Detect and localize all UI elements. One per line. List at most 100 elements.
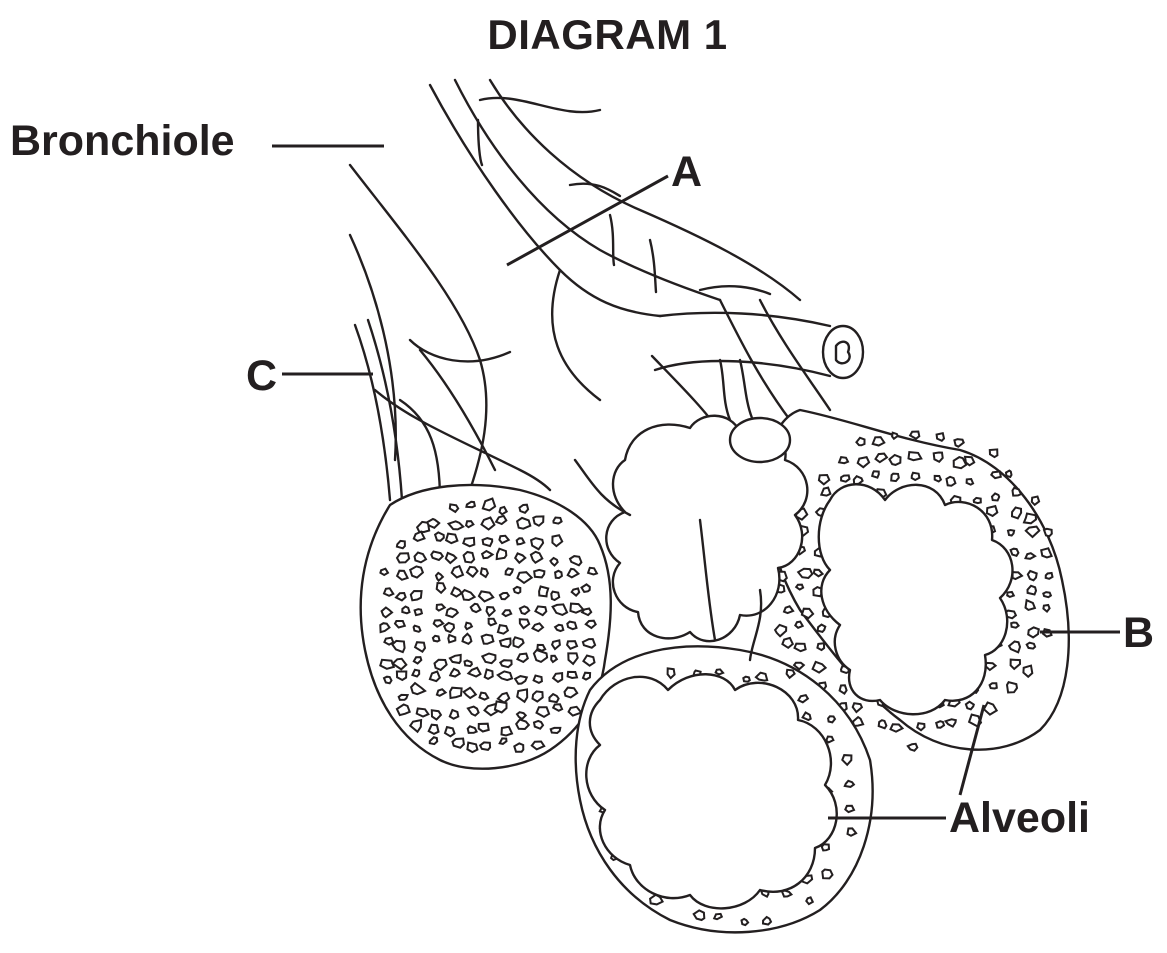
capillary-cell [431, 552, 443, 561]
capillary-cell [517, 538, 525, 544]
capillary-cell [450, 710, 459, 719]
capillary-cell [1012, 508, 1021, 519]
capillary-cell [782, 638, 792, 648]
capillary-cell [495, 701, 507, 712]
capillary-cell [514, 587, 521, 593]
capillary-cell [411, 591, 422, 600]
capillary-cell [818, 625, 826, 632]
capillary-cell [506, 568, 513, 575]
capillary-cell [468, 726, 477, 733]
capillary-cell [775, 625, 786, 636]
capillary-cell [821, 488, 830, 496]
capillary-cell [1024, 514, 1036, 524]
capillary-cell [414, 626, 421, 632]
capillary-cell [539, 587, 548, 597]
capillary-cell [990, 449, 998, 457]
capillary-cell [500, 507, 507, 514]
capillary-cell [742, 919, 749, 925]
capillary-cell [444, 623, 454, 632]
capillary-cell [517, 654, 527, 662]
capillary-cell [806, 897, 813, 904]
capillary-cell [514, 743, 523, 751]
a-leader [507, 176, 668, 265]
capillary-cell [891, 724, 903, 731]
bronchiole-label: Bronchiole [10, 120, 235, 163]
capillary-cell [992, 494, 999, 501]
capillary-cell [433, 636, 440, 642]
capillary-cell [402, 607, 409, 614]
capillary-cell [910, 432, 919, 439]
capillary-cell [464, 552, 475, 563]
capillary-cell [668, 668, 675, 678]
capillary-cell [480, 742, 490, 750]
capillary-cell [500, 660, 511, 667]
capillary-cell [813, 662, 826, 673]
capillary-cell [520, 606, 529, 614]
capillary-cell [872, 471, 879, 477]
capillary-cell [966, 702, 974, 710]
capillary-cell [448, 635, 455, 642]
capillary-cell [534, 676, 542, 683]
capillary-cell [555, 625, 563, 631]
capillary-cell [568, 672, 577, 678]
capillary-cell [822, 870, 832, 879]
capillary-cell [853, 703, 862, 712]
capillary-cell [840, 685, 847, 693]
capillary-cell [1007, 682, 1017, 692]
capillary-cell [450, 688, 462, 698]
capillary-cell [500, 738, 507, 744]
capillary-cell [1028, 586, 1037, 595]
capillary-cell [551, 728, 561, 733]
capillary-cell [430, 672, 440, 682]
bottom-alveolar-sac [576, 646, 873, 932]
capillary-cell [485, 670, 493, 679]
capillary-cell [1043, 605, 1049, 612]
capillary-cell [795, 644, 806, 652]
capillary-cell [936, 721, 944, 728]
capillary-cell [714, 914, 722, 919]
capillary-cell [795, 622, 802, 628]
capillary-cell [517, 518, 530, 529]
capillary-cell [482, 654, 495, 664]
capillary-cell [483, 538, 493, 546]
capillary-cell [967, 479, 974, 485]
capillary-cell [567, 622, 576, 630]
capillary-cell [826, 737, 833, 743]
capillary-cell [397, 553, 409, 562]
capillary-cell [384, 677, 392, 684]
capillary-cell [551, 592, 559, 600]
capillary-cell [520, 505, 529, 513]
capillary-cell [828, 716, 835, 722]
diagram-title: DIAGRAM 1 [0, 14, 1167, 56]
capillary-cell [489, 619, 496, 626]
capillary-cell [1011, 623, 1018, 628]
capillary-cell [917, 723, 924, 730]
capillary-cell [549, 694, 558, 702]
capillary-cell [954, 439, 963, 447]
capillary-cell [716, 669, 724, 674]
capillary-cell [399, 695, 408, 700]
capillary-cell [435, 532, 444, 540]
capillary-cell [1043, 592, 1051, 597]
capillary-cell [937, 433, 944, 441]
capillary-cell [803, 713, 811, 721]
capillary-cell [534, 570, 544, 578]
capillary-cell [1006, 471, 1012, 477]
capillary-cell [567, 641, 577, 649]
capillary-cell [802, 609, 813, 618]
capillary-cell [1013, 488, 1022, 496]
capillary-cell [839, 457, 848, 463]
capillary-cell [763, 917, 771, 925]
capillary-cell [784, 606, 793, 613]
capillary-cell [974, 498, 981, 503]
capillary-cell [796, 585, 803, 590]
capillary-cell [817, 643, 824, 650]
capillary-cell [463, 538, 474, 547]
capillary-cell [465, 660, 472, 666]
capillary-cell [879, 720, 887, 728]
left-alveolar-sac [361, 485, 611, 769]
capillary-cell [498, 625, 508, 634]
capillary-cell [1044, 529, 1052, 537]
capillary-cell [991, 472, 1001, 479]
